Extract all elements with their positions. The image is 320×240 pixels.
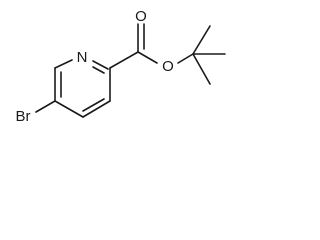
atom-label-ester-oxygen: O	[162, 58, 174, 75]
atom-label-carbonyl-oxygen: O	[135, 8, 147, 25]
bond-c6-n	[54, 59, 73, 69]
ester-group	[109, 23, 194, 69]
bond-tbutyl-down	[192, 53, 211, 85]
bond-c4-c5	[54, 100, 84, 118]
atom-label-bromine: Br	[16, 108, 31, 125]
bond-c2-carbonyl-c	[109, 51, 139, 69]
bond-n-c2-double-inner	[92, 66, 105, 74]
bond-c3-c4-double-inner	[82, 98, 105, 112]
bond-tbutyl-up	[192, 25, 211, 55]
pyridine-ring	[54, 59, 111, 118]
bond-c3-c4	[82, 100, 111, 118]
bond-ester-o-tbutyl-c	[177, 53, 194, 64]
bond-carbonyl-c-ester-o	[137, 51, 158, 64]
chemical-structure-diagram: N O O Br	[16, 8, 226, 125]
bond-n-c2	[92, 60, 109, 70]
bond-c5-br	[35, 100, 56, 113]
tert-butyl-group	[192, 25, 226, 85]
atom-label-ring-nitrogen: N	[77, 49, 88, 66]
